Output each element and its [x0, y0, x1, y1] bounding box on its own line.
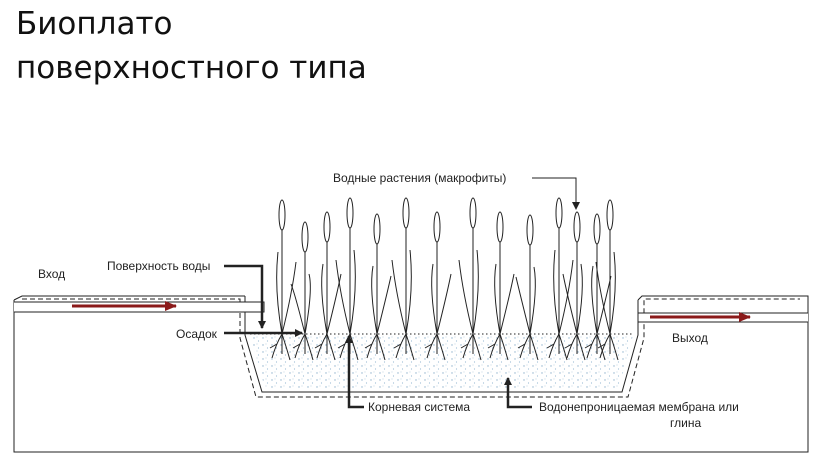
- plant: [458, 197, 479, 335]
- roots-group: [269, 333, 619, 361]
- plant: [431, 211, 452, 335]
- root: [564, 333, 586, 361]
- root-system-label: Корневая система: [368, 400, 470, 414]
- basin-fill: [250, 335, 633, 388]
- root: [364, 333, 386, 361]
- root: [597, 333, 619, 361]
- membrane-label-line1: Водонепроницаемая мембрана или: [539, 400, 739, 414]
- inlet-label: Вход: [38, 267, 65, 281]
- callout-arrows: [224, 177, 580, 409]
- plant: [335, 197, 356, 335]
- root: [487, 333, 509, 361]
- plant: [276, 199, 297, 335]
- plant: [515, 214, 536, 335]
- plant: [595, 199, 616, 335]
- root: [546, 333, 568, 361]
- plant: [494, 211, 515, 335]
- plant: [290, 221, 311, 335]
- plant: [591, 213, 612, 335]
- plants-group: [276, 197, 616, 335]
- plant: [371, 213, 392, 335]
- water-surface-label: Поверхность воды: [107, 259, 210, 273]
- plant: [562, 211, 583, 335]
- root: [517, 333, 539, 361]
- plant: [391, 197, 412, 335]
- root: [424, 333, 446, 361]
- plants-callout: [532, 177, 580, 210]
- root: [292, 333, 314, 361]
- water-surface-callout: [224, 264, 266, 329]
- root: [314, 333, 336, 361]
- title-line-2: поверхностного типа: [16, 50, 367, 86]
- root: [269, 333, 291, 361]
- page-title: Биоплато поверхностного типа: [16, 2, 367, 90]
- membrane-label-line2: глина: [670, 416, 701, 430]
- title-line-1: Биоплато: [16, 6, 173, 42]
- root-system-callout: [345, 335, 364, 409]
- ground-outline: [13, 295, 809, 453]
- sediment-label: Осадок: [176, 327, 218, 341]
- root: [393, 333, 415, 361]
- plant: [321, 211, 342, 335]
- plants-label: Водные растения (макрофиты): [333, 171, 506, 185]
- outlet-label: Выход: [672, 331, 708, 345]
- root: [460, 333, 482, 361]
- plant: [553, 197, 574, 335]
- membrane-callout: [504, 377, 532, 409]
